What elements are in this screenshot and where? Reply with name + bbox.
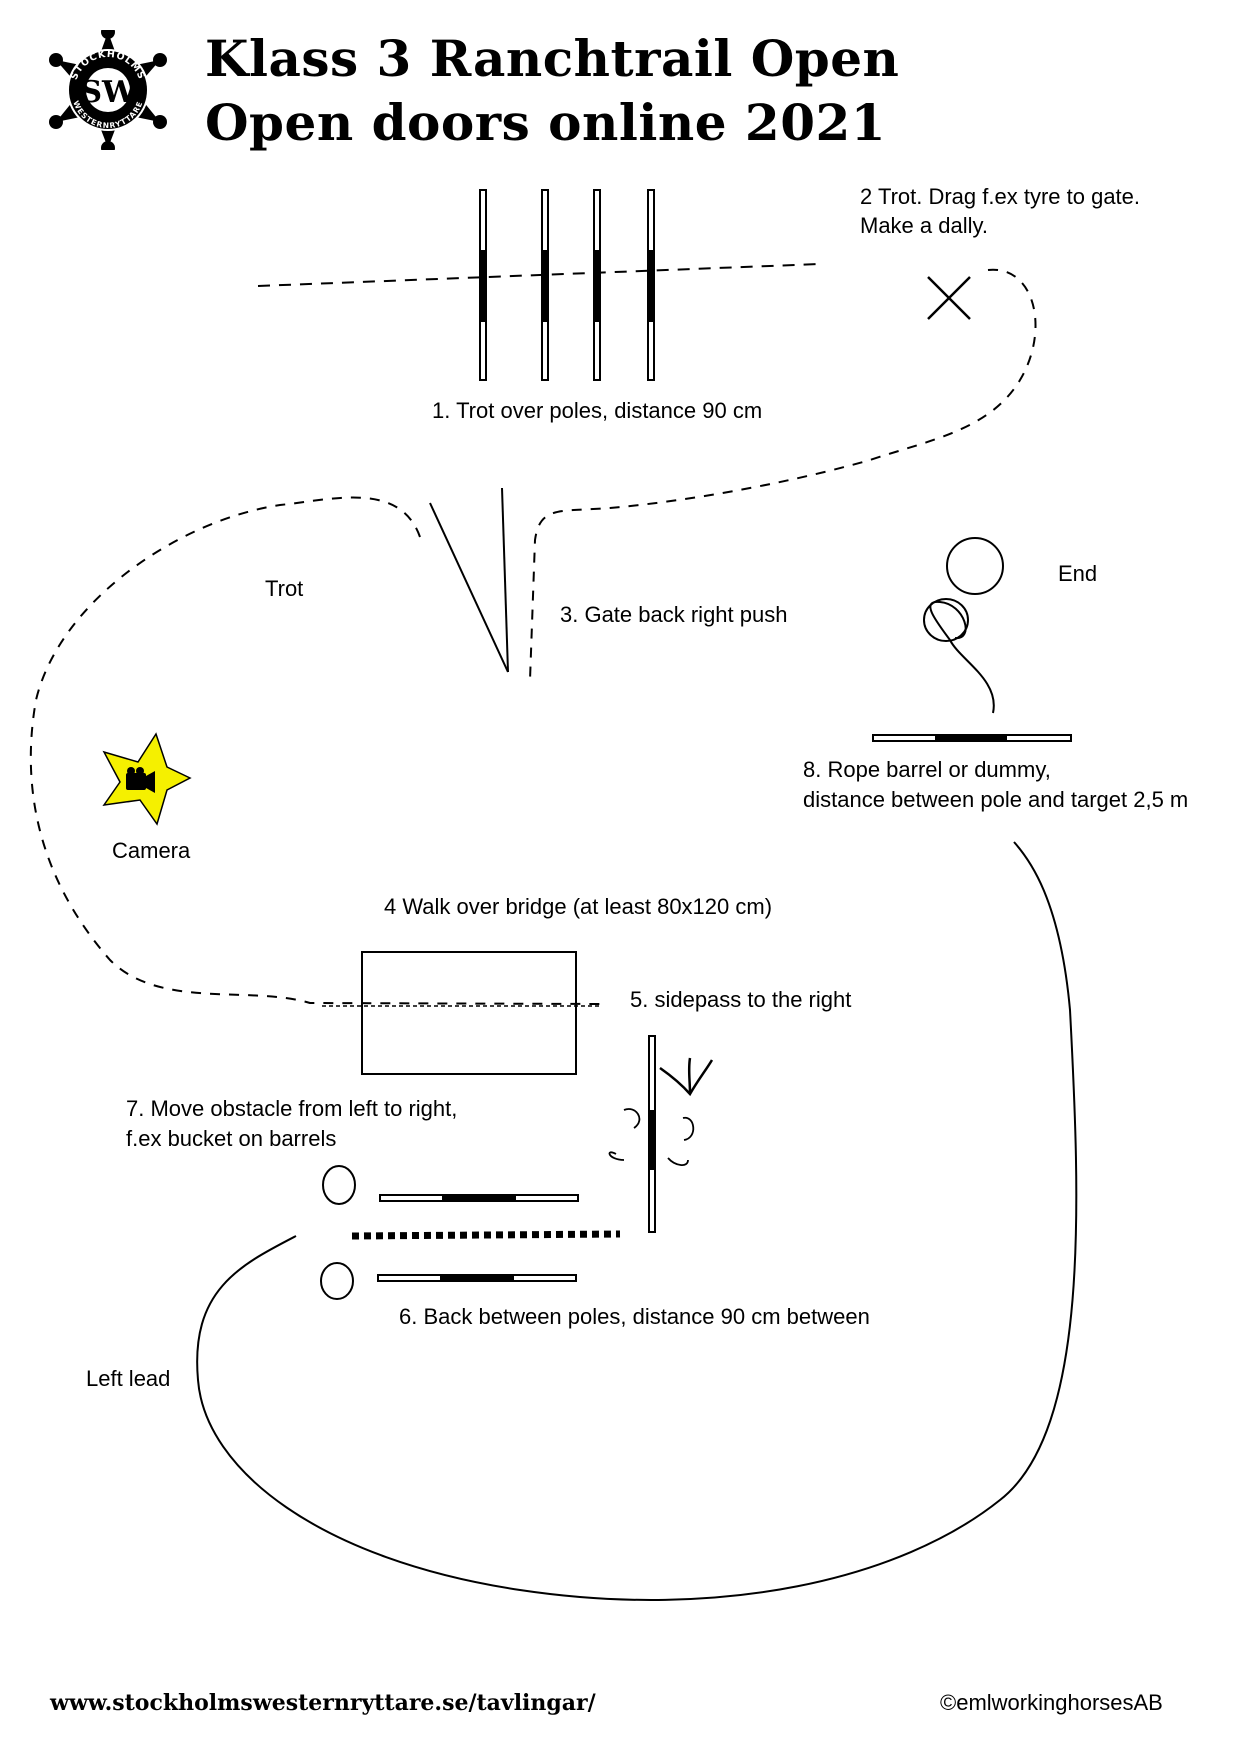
back-through-pole-bottom xyxy=(377,1274,577,1282)
logo-monogram: SW xyxy=(80,75,137,110)
label-obstacle-7-line2: f.ex bucket on barrels xyxy=(126,1126,337,1151)
rope-target xyxy=(946,537,1004,595)
label-obstacle-7-line1: 7. Move obstacle from left to right, xyxy=(126,1096,458,1121)
footer-website-link[interactable]: www.stockholmswesternryttare.se/tavlinga… xyxy=(50,1690,596,1716)
club-logo: STOCKHOLMS WESTERNRYTTARE SW xyxy=(49,30,167,150)
sheriff-star-logo: STOCKHOLMS WESTERNRYTTARE SW xyxy=(49,30,167,150)
barrel-left-top xyxy=(322,1165,356,1205)
route-line-left-lead xyxy=(196,841,1078,1601)
label-end: End xyxy=(1058,561,1098,586)
trot-pole xyxy=(593,189,601,381)
sidepass-pole xyxy=(648,1035,656,1233)
label-obstacle-4: 4 Walk over bridge (at least 80x120 cm) xyxy=(384,894,773,919)
label-obstacle-5: 5. sidepass to the right xyxy=(630,987,852,1012)
bridge xyxy=(361,951,577,1075)
video-camera-icon xyxy=(126,767,155,793)
label-left-lead: Left lead xyxy=(86,1366,171,1391)
camera-marker xyxy=(102,732,192,826)
page-title-line2: Open doors online 2021 xyxy=(205,93,887,152)
rope-line xyxy=(929,600,995,714)
label-obstacle-2-line2: Make a dally. xyxy=(860,213,988,238)
rope-loop xyxy=(923,598,969,642)
page-title-line1: Klass 3 Ranchtrail Open xyxy=(205,29,900,88)
back-through-pole-top xyxy=(379,1194,579,1202)
barrel-left-bottom xyxy=(320,1262,354,1300)
label-camera: Camera xyxy=(112,838,191,863)
hoofprints xyxy=(608,1108,695,1166)
trot-pole xyxy=(647,189,655,381)
route-line-trot-loop xyxy=(29,496,601,1005)
label-obstacle-1: 1. Trot over poles, distance 90 cm xyxy=(432,398,763,423)
footer-copyright: ©emlworkinghorsesAB xyxy=(940,1690,1163,1715)
roping-pole xyxy=(872,734,1072,742)
label-obstacle-8-line2: distance between pole and target 2,5 m xyxy=(803,787,1189,812)
label-obstacle-6: 6. Back between poles, distance 90 cm be… xyxy=(399,1304,870,1329)
trot-poles xyxy=(479,189,655,381)
gate xyxy=(429,487,509,673)
trot-pole xyxy=(479,189,487,381)
label-obstacle-2-line1: 2 Trot. Drag f.ex tyre to gate. xyxy=(860,184,1141,209)
label-obstacle-3: 3. Gate back right push xyxy=(560,602,788,627)
back-route-line xyxy=(351,1230,621,1240)
route-line-poles xyxy=(257,263,821,287)
tyre-marker-x xyxy=(927,276,971,320)
label-obstacle-8-line1: 8. Rope barrel or dummy, xyxy=(803,757,1051,782)
trot-pole xyxy=(541,189,549,381)
sidepass-arrow-icon xyxy=(659,1057,714,1097)
label-trot: Trot xyxy=(265,576,304,601)
